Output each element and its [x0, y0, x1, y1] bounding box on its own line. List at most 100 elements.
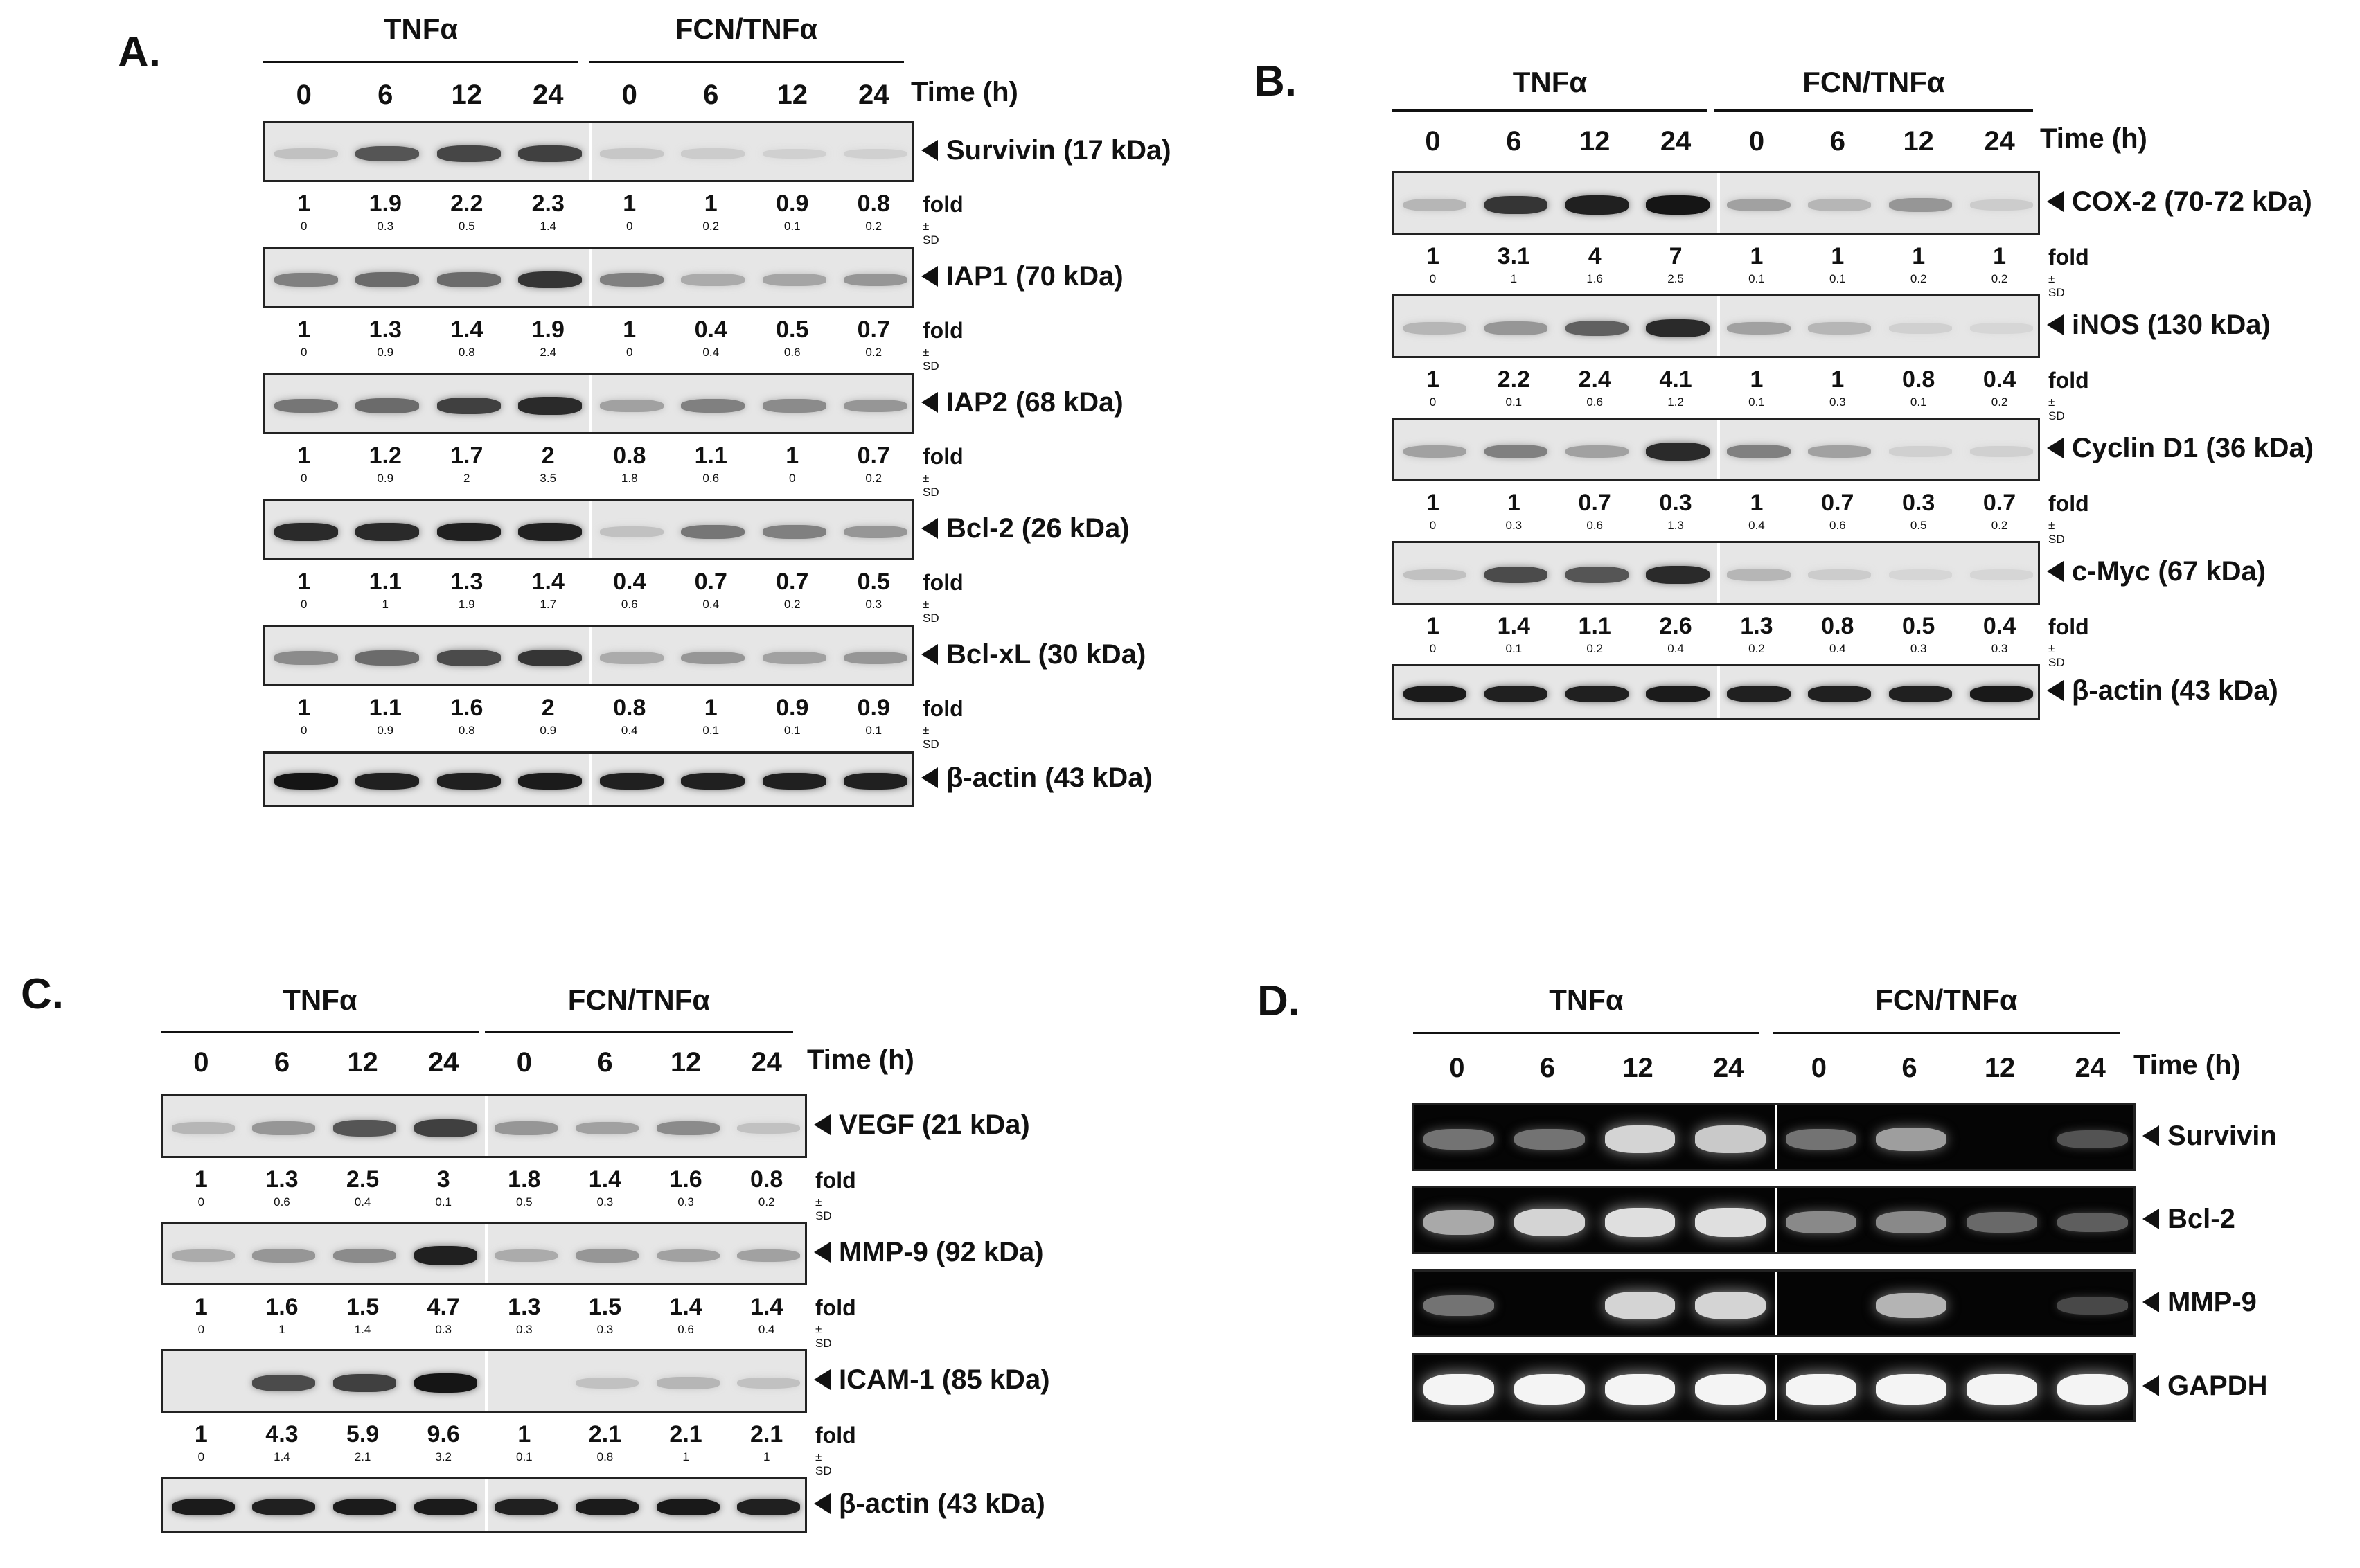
group-header-group2: FCN/TNFα: [567, 983, 711, 1016]
protein-band: [355, 650, 420, 666]
protein-band: [1808, 569, 1872, 580]
arrow-left-icon: [921, 518, 938, 539]
protein-band: [518, 649, 583, 667]
band-label: COX-2 (70-72 kDa): [2047, 186, 2312, 217]
protein-band: [436, 773, 501, 790]
fold-value: 2: [541, 695, 555, 721]
fold-label: fold: [923, 444, 964, 469]
sd-value: 0: [197, 1323, 205, 1336]
sd-label: ± SD: [923, 598, 939, 625]
protein-band: [844, 773, 908, 790]
panel-label: C.: [21, 970, 64, 1018]
sd-value: 0.6: [274, 1195, 290, 1209]
fold-value: 1: [1507, 490, 1520, 516]
fold-value: 1.9: [531, 317, 565, 343]
band-name: iNOS (130 kDa): [2072, 310, 2271, 340]
fold-value: 2.4: [1578, 366, 1611, 393]
sd-value: 0: [197, 1450, 205, 1463]
fold-value: 2.2: [1497, 366, 1530, 393]
lane-label: 12: [347, 1047, 378, 1078]
gel-band: [1876, 1211, 1947, 1234]
sd-value: 0: [197, 1195, 205, 1209]
group-separator: [1716, 543, 1720, 603]
sd-value: 0.2: [1991, 272, 2008, 285]
protein-band: [681, 148, 745, 159]
gel-band: [1695, 1125, 1766, 1153]
protein-band: [656, 1249, 720, 1263]
protein-band: [1808, 322, 1872, 335]
fold-label: fold: [2048, 491, 2089, 516]
gel-band: [1604, 1291, 1676, 1320]
protein-band: [844, 148, 908, 159]
protein-band: [762, 274, 826, 286]
sd-value: 0: [1429, 272, 1437, 285]
protein-band: [599, 773, 664, 790]
fold-value: 1: [517, 1421, 531, 1447]
fold-value: 1.5: [346, 1294, 380, 1320]
sd-label: ± SD: [923, 346, 939, 373]
sd-value: 1.3: [1667, 519, 1684, 532]
lane-label: 0: [516, 1047, 532, 1078]
gel-band: [1514, 1373, 1585, 1405]
protein-band: [599, 526, 664, 537]
group-header-group2: FCN/TNFα: [1802, 66, 1945, 98]
sd-value: 1: [763, 1450, 770, 1463]
band-name: Bcl-2 (26 kDa): [946, 513, 1130, 544]
fold-label: fold: [2048, 244, 2089, 269]
fold-value: 4: [1588, 243, 1602, 269]
sd-value: 0.3: [865, 598, 882, 611]
fold-value: 1: [297, 190, 311, 217]
sd-value: 0.1: [783, 724, 801, 737]
sd-value: 0.3: [1910, 642, 1927, 655]
lane-label: 6: [274, 1047, 290, 1078]
fold-value: 1: [297, 695, 311, 721]
fold-value: 2.2: [450, 190, 483, 217]
fold-value: 0.5: [1902, 613, 1935, 639]
sd-value: 0.3: [677, 1195, 694, 1209]
protein-band: [1403, 445, 1466, 458]
arrow-left-icon: [814, 1493, 831, 1514]
sd-value: 0: [301, 346, 308, 359]
protein-band: [355, 145, 420, 162]
group-separator: [589, 501, 592, 558]
fold-value: 1.4: [669, 1294, 702, 1320]
sd-value: 0.5: [515, 1195, 533, 1209]
arrow-left-icon: [814, 1242, 831, 1263]
group-header-group1: TNFα: [383, 12, 459, 45]
group-separator: [1716, 296, 1720, 356]
protein-band: [681, 274, 745, 286]
fold-value: 1.1: [694, 443, 727, 469]
lane-label: 24: [2075, 1053, 2106, 1083]
fold-value: 1: [194, 1166, 208, 1193]
group-header-group2: FCN/TNFα: [1875, 983, 2018, 1016]
fold-value: 1: [1426, 613, 1439, 639]
protein-band: [1403, 686, 1466, 702]
protein-band: [1727, 686, 1791, 702]
sd-value: 0.1: [1748, 395, 1765, 409]
protein-band: [762, 399, 826, 413]
protein-band: [681, 399, 745, 413]
gel-band: [1785, 1128, 1856, 1150]
sd-value: 0.2: [783, 598, 801, 611]
fold-value: 0.8: [1821, 613, 1854, 639]
fold-label: fold: [923, 318, 964, 343]
fold-value: 0.3: [1659, 490, 1692, 516]
band-name: MMP-9 (92 kDa): [839, 1237, 1044, 1267]
protein-band: [518, 773, 583, 790]
fold-value: 1.5: [588, 1294, 622, 1320]
protein-band: [681, 773, 745, 790]
fold-value: 1: [194, 1294, 208, 1320]
lane-label: 12: [777, 80, 808, 110]
protein-band: [333, 1374, 397, 1392]
band-name: VEGF (21 kDa): [839, 1110, 1030, 1140]
group-separator: [1716, 666, 1720, 718]
protein-band: [1889, 569, 1953, 580]
protein-band: [1727, 321, 1791, 335]
protein-band: [737, 1377, 801, 1389]
sd-value: 0.4: [1667, 642, 1684, 655]
band-name: β-actin (43 kDa): [946, 763, 1153, 793]
protein-band: [599, 273, 664, 287]
group-underline: [589, 61, 904, 63]
fold-value: 1: [1426, 490, 1439, 516]
fold-value: 0.8: [613, 443, 646, 469]
